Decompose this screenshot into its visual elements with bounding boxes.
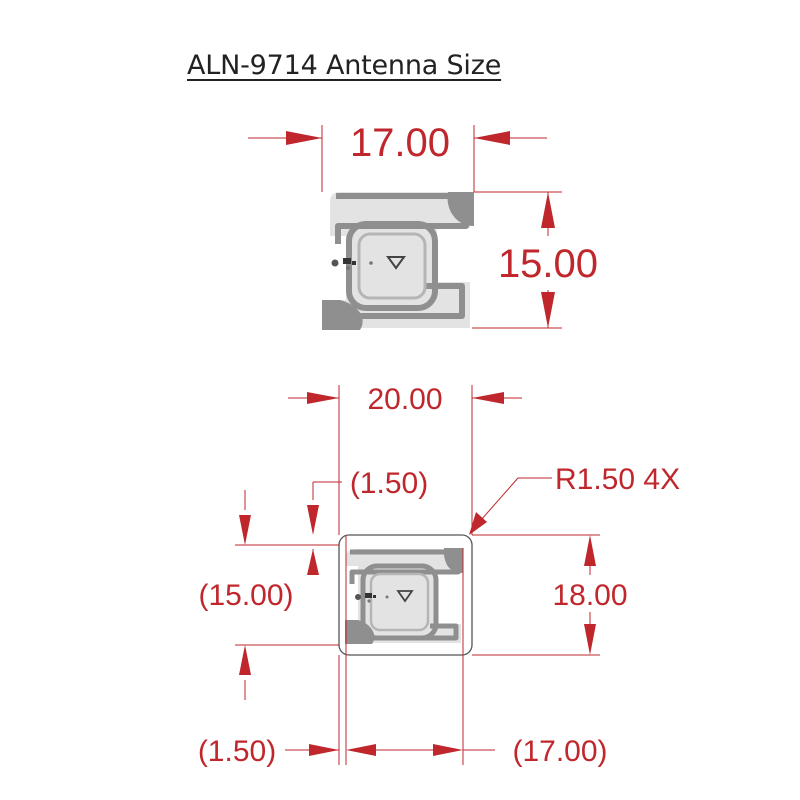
inlay-width-label: 17.00 <box>350 121 450 165</box>
antenna-width-label: (17.00) <box>512 735 607 768</box>
label-antenna <box>345 548 463 644</box>
bottom-dimensions: (1.50) (17.00) <box>198 535 608 768</box>
label-view: 20.00 (1.50) R1.50 4X (15.00) <box>198 383 680 768</box>
antenna-height-label: (15.00) <box>198 579 293 612</box>
corner-radius-label: R1.50 4X <box>555 463 680 496</box>
inlay-view: 17.00 15.00 <box>248 121 598 330</box>
corner-radius-callout: R1.50 4X <box>469 463 680 535</box>
label-width-dimension: 20.00 <box>288 383 522 535</box>
inlay-antenna <box>322 192 474 330</box>
antenna-height-dimension: (15.00) <box>198 490 339 700</box>
label-width-label: 20.00 <box>367 383 442 416</box>
top-margin-label: (1.50) <box>350 467 428 500</box>
inlay-height-dimension: 15.00 <box>472 191 598 329</box>
top-margin-dimension: (1.50) <box>307 467 428 575</box>
inlay-width-dimension: 17.00 <box>248 121 547 192</box>
diagram-title: ALN-9714 Antenna Size <box>187 50 502 81</box>
inlay-height-label: 15.00 <box>498 242 598 286</box>
label-height-dimension: 18.00 <box>472 534 628 656</box>
label-height-label: 18.00 <box>552 579 627 612</box>
left-margin-label: (1.50) <box>198 735 276 768</box>
